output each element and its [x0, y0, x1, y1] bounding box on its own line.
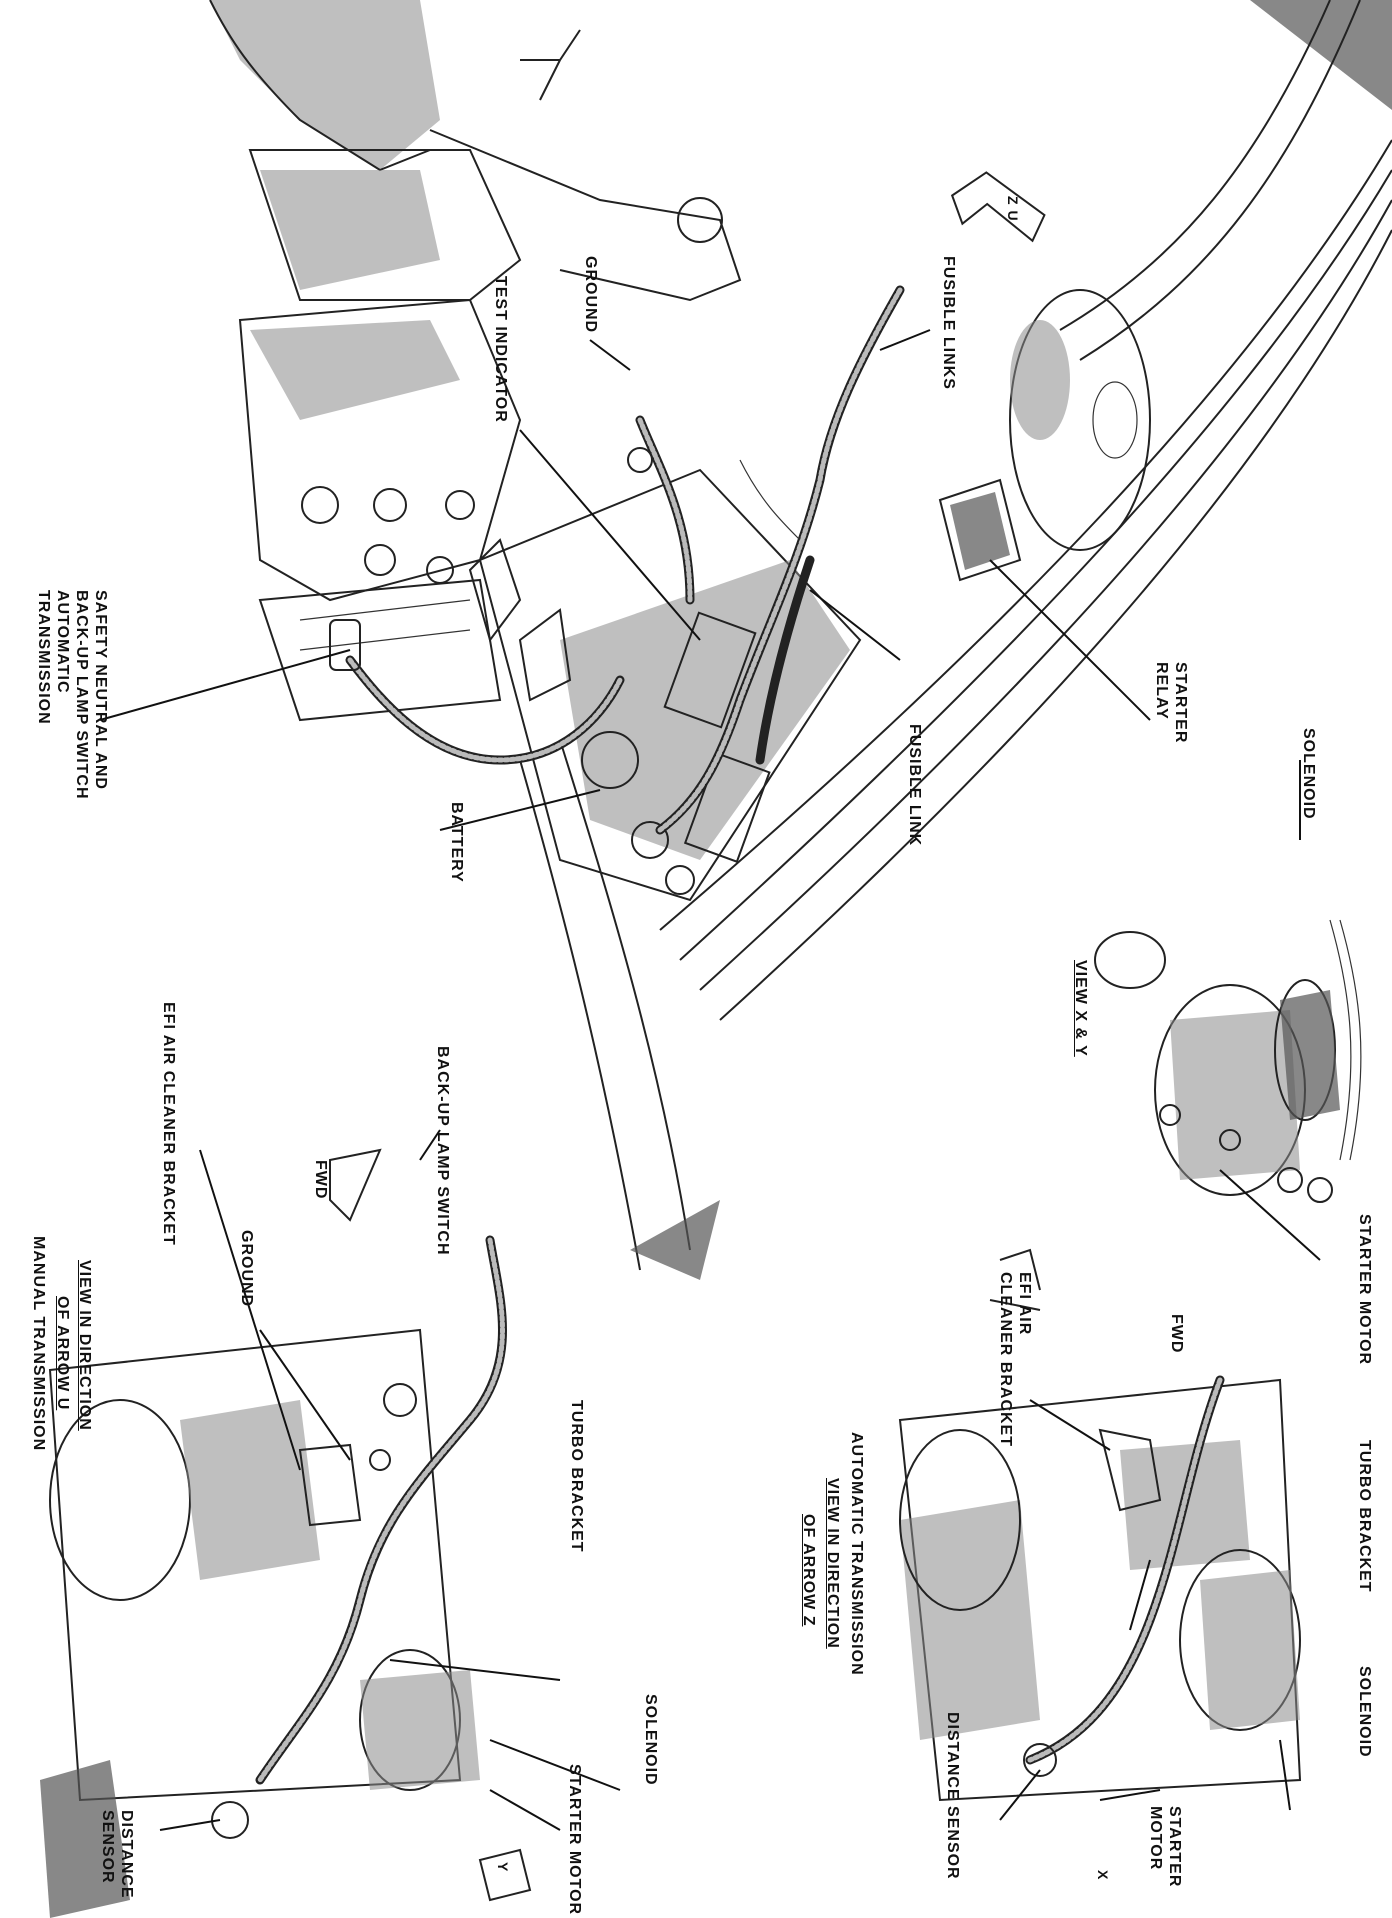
label-starter-motor-u: STARTER MOTOR — [566, 1764, 583, 1916]
view-xy-art — [1094, 919, 1362, 1203]
leader-lines — [99, 329, 1321, 1831]
arrow-z-u-label: Z U — [1005, 196, 1021, 222]
label-safety-switch: SAFETY NEUTRAL AND BACK-UP LAMP SWITCH A… — [35, 590, 109, 800]
label-solenoid-main: SOLENOID — [1300, 728, 1317, 820]
view-u-title-line2: OF ARROW U — [54, 1296, 71, 1411]
label-turbo-bracket-z: TURBO BRACKET — [1356, 1440, 1373, 1593]
label-fwd-z: FWD — [1168, 1314, 1185, 1354]
label-solenoid-z: SOLENOID — [1356, 1666, 1373, 1758]
label-starter-relay: STARTER RELAY — [1153, 662, 1189, 744]
label-fusible-links: FUSIBLE LINKS — [940, 256, 957, 390]
label-starter-motor-xy: STARTER MOTOR — [1356, 1214, 1373, 1366]
label-distance-sensor-u: DISTANCE SENSOR — [99, 1810, 135, 1899]
label-solenoid-u: SOLENOID — [642, 1694, 659, 1786]
label-distance-sensor-z: DISTANCE SENSOR — [944, 1712, 961, 1880]
view-z-title-line1: AUTOMATIC TRANSMISSION — [848, 1432, 865, 1676]
label-test-indicator: TEST INDICATOR — [492, 276, 509, 423]
arrow-y-label: Y — [495, 1862, 511, 1873]
arrow-x-label: X — [1095, 1870, 1111, 1881]
label-battery: BATTERY — [448, 802, 465, 883]
view-z-title-line2: VIEW IN DIRECTION — [824, 1478, 841, 1649]
view-u-title-line3: MANUAL TRANSMISSION — [30, 1236, 47, 1452]
label-efi-bracket-u: EFI AIR CLEANER BRACKET — [160, 1002, 177, 1246]
label-efi-bracket-z: EFI AIR CLEANER BRACKET — [997, 1272, 1033, 1447]
view-z-art — [898, 1248, 1302, 1802]
view-u-title-line1: VIEW IN DIRECTION — [76, 1260, 93, 1431]
label-fwd-u: FWD — [312, 1160, 329, 1200]
label-starter-motor-z: STARTER MOTOR — [1147, 1806, 1183, 1888]
main-view-art — [209, 0, 1392, 1280]
label-ground-main: GROUND — [582, 256, 599, 334]
view-u-art — [40, 1148, 532, 1918]
label-ground-u: GROUND — [238, 1230, 255, 1308]
view-xy-title: VIEW X & Y — [1072, 960, 1089, 1057]
label-backup-lamp-switch: BACK-UP LAMP SWITCH — [434, 1046, 451, 1256]
label-fusible-link: FUSIBLE LINK — [906, 724, 923, 847]
view-z-title-line3: OF ARROW Z — [800, 1514, 817, 1627]
label-turbo-bracket-u: TURBO BRACKET — [568, 1400, 585, 1553]
